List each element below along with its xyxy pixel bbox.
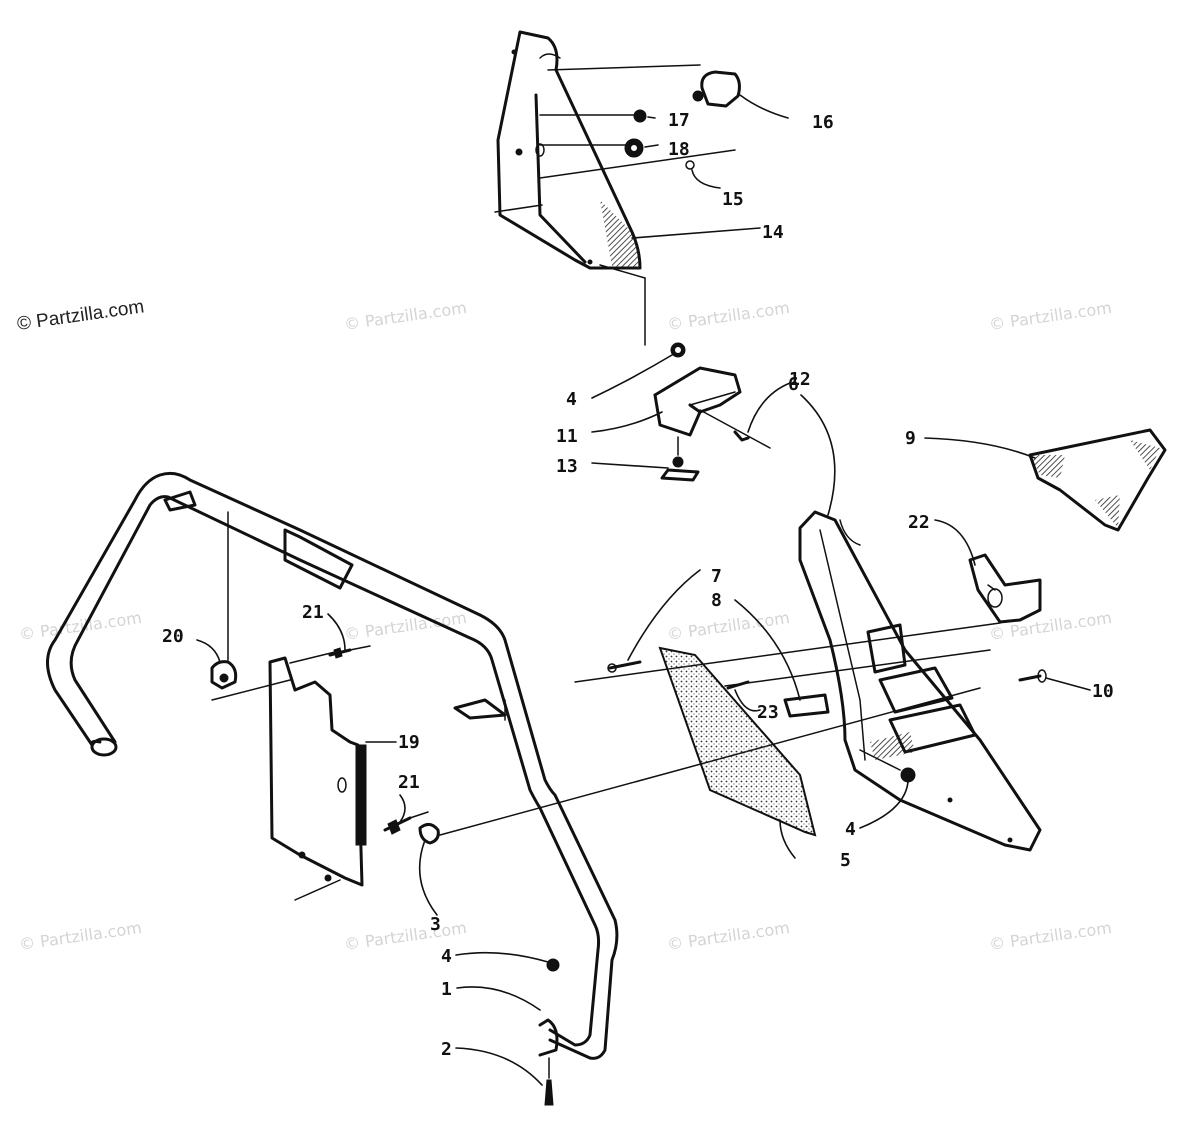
callout-22: 22 bbox=[908, 512, 930, 533]
pin bbox=[383, 811, 429, 835]
callout-6: 6 bbox=[788, 374, 799, 395]
bumper-tube bbox=[46, 471, 619, 1106]
callout-4: 4 bbox=[441, 946, 452, 967]
callout-12: 12 bbox=[789, 369, 811, 390]
watermark: © Partzilla.com bbox=[988, 918, 1113, 954]
callout-16: 16 bbox=[812, 112, 834, 133]
side-plate bbox=[798, 510, 1042, 852]
callout-8: 8 bbox=[711, 590, 722, 611]
watermark: © Partzilla.com bbox=[18, 918, 143, 954]
cover-plate bbox=[1028, 428, 1167, 532]
callout-3: 3 bbox=[430, 914, 441, 935]
leader-lines bbox=[196, 94, 1091, 1086]
watermark: © Partzilla.com bbox=[666, 298, 791, 334]
screw bbox=[685, 160, 695, 170]
callout-19: 19 bbox=[398, 732, 420, 753]
callout-1: 1 bbox=[441, 979, 452, 1000]
callout-15: 15 bbox=[722, 189, 744, 210]
callout-4: 4 bbox=[845, 819, 856, 840]
pin bbox=[607, 660, 642, 673]
callout-2: 2 bbox=[441, 1039, 452, 1060]
upper-bracket bbox=[496, 30, 642, 270]
nut bbox=[900, 767, 916, 783]
callout-10: 10 bbox=[1092, 681, 1114, 702]
clip bbox=[726, 680, 830, 718]
watermark: © Partzilla.com bbox=[988, 298, 1113, 334]
pin bbox=[328, 645, 371, 659]
clamp bbox=[210, 660, 238, 690]
watermark: © Partzilla.com bbox=[343, 608, 468, 644]
watermark: © Partzilla.com bbox=[666, 918, 791, 954]
callout-14: 14 bbox=[762, 222, 784, 243]
callout-numbers: 1 2 3 4 4 4 5 6 7 8 9 10 11 12 13 14 15 … bbox=[162, 110, 1114, 1060]
callout-11: 11 bbox=[556, 426, 578, 447]
callout-4: 4 bbox=[566, 389, 577, 410]
callout-13: 13 bbox=[556, 456, 578, 477]
screw bbox=[1018, 669, 1047, 683]
washer bbox=[624, 138, 644, 158]
callout-21: 21 bbox=[398, 772, 420, 793]
nut bbox=[633, 109, 647, 123]
watermark: © Partzilla.com bbox=[343, 298, 468, 334]
callout-5: 5 bbox=[840, 850, 851, 871]
callout-7: 7 bbox=[711, 566, 722, 587]
small-bracket bbox=[968, 553, 1042, 624]
mesh-screen bbox=[658, 646, 817, 837]
knob bbox=[692, 70, 741, 108]
callout-20: 20 bbox=[162, 626, 184, 647]
copyright-label: © Partzilla.com bbox=[16, 296, 146, 335]
callout-23: 23 bbox=[757, 702, 779, 723]
hinge-bracket bbox=[653, 342, 771, 482]
callout-17: 17 bbox=[668, 110, 690, 131]
grommet bbox=[418, 823, 440, 845]
callout-21: 21 bbox=[302, 602, 324, 623]
left-panel bbox=[268, 656, 367, 887]
callout-18: 18 bbox=[668, 139, 690, 160]
watermark: © Partzilla.com bbox=[988, 608, 1113, 644]
callout-9: 9 bbox=[905, 428, 916, 449]
